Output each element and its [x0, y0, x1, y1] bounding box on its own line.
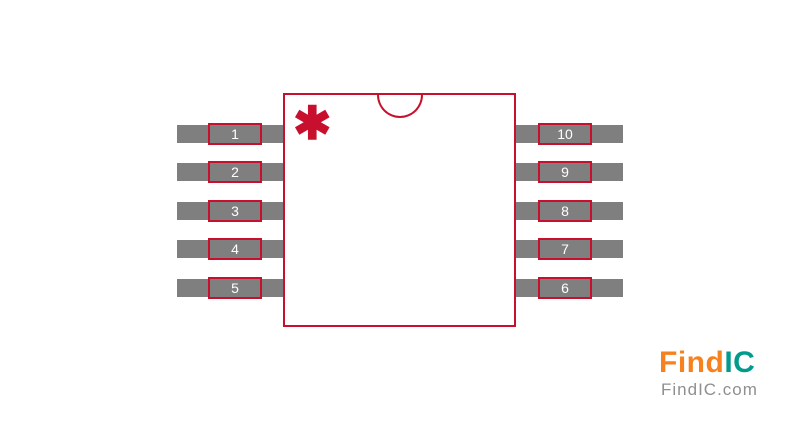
pin-9-pad: 9 [538, 161, 592, 183]
pin-8-pad: 8 [538, 200, 592, 222]
pin-6-pad: 6 [538, 277, 592, 299]
logo-text-ic: IC [724, 346, 756, 379]
logo-text-find: Find [659, 346, 725, 379]
pin-7-pad: 7 [538, 238, 592, 260]
pin-1-pad: 1 [208, 123, 262, 145]
pin-5-pad: 5 [208, 277, 262, 299]
findic-site-text: FindIC.com [661, 380, 758, 399]
pin-4-pad: 4 [208, 238, 262, 260]
pin-3-pad: 3 [208, 200, 262, 222]
findic-logo: FindIC [659, 346, 755, 380]
pin-2-pad: 2 [208, 161, 262, 183]
pin-10-pad: 10 [538, 123, 592, 145]
ic-package-body [283, 93, 516, 327]
pin1-marker-asterisk: ✱ [293, 97, 332, 149]
